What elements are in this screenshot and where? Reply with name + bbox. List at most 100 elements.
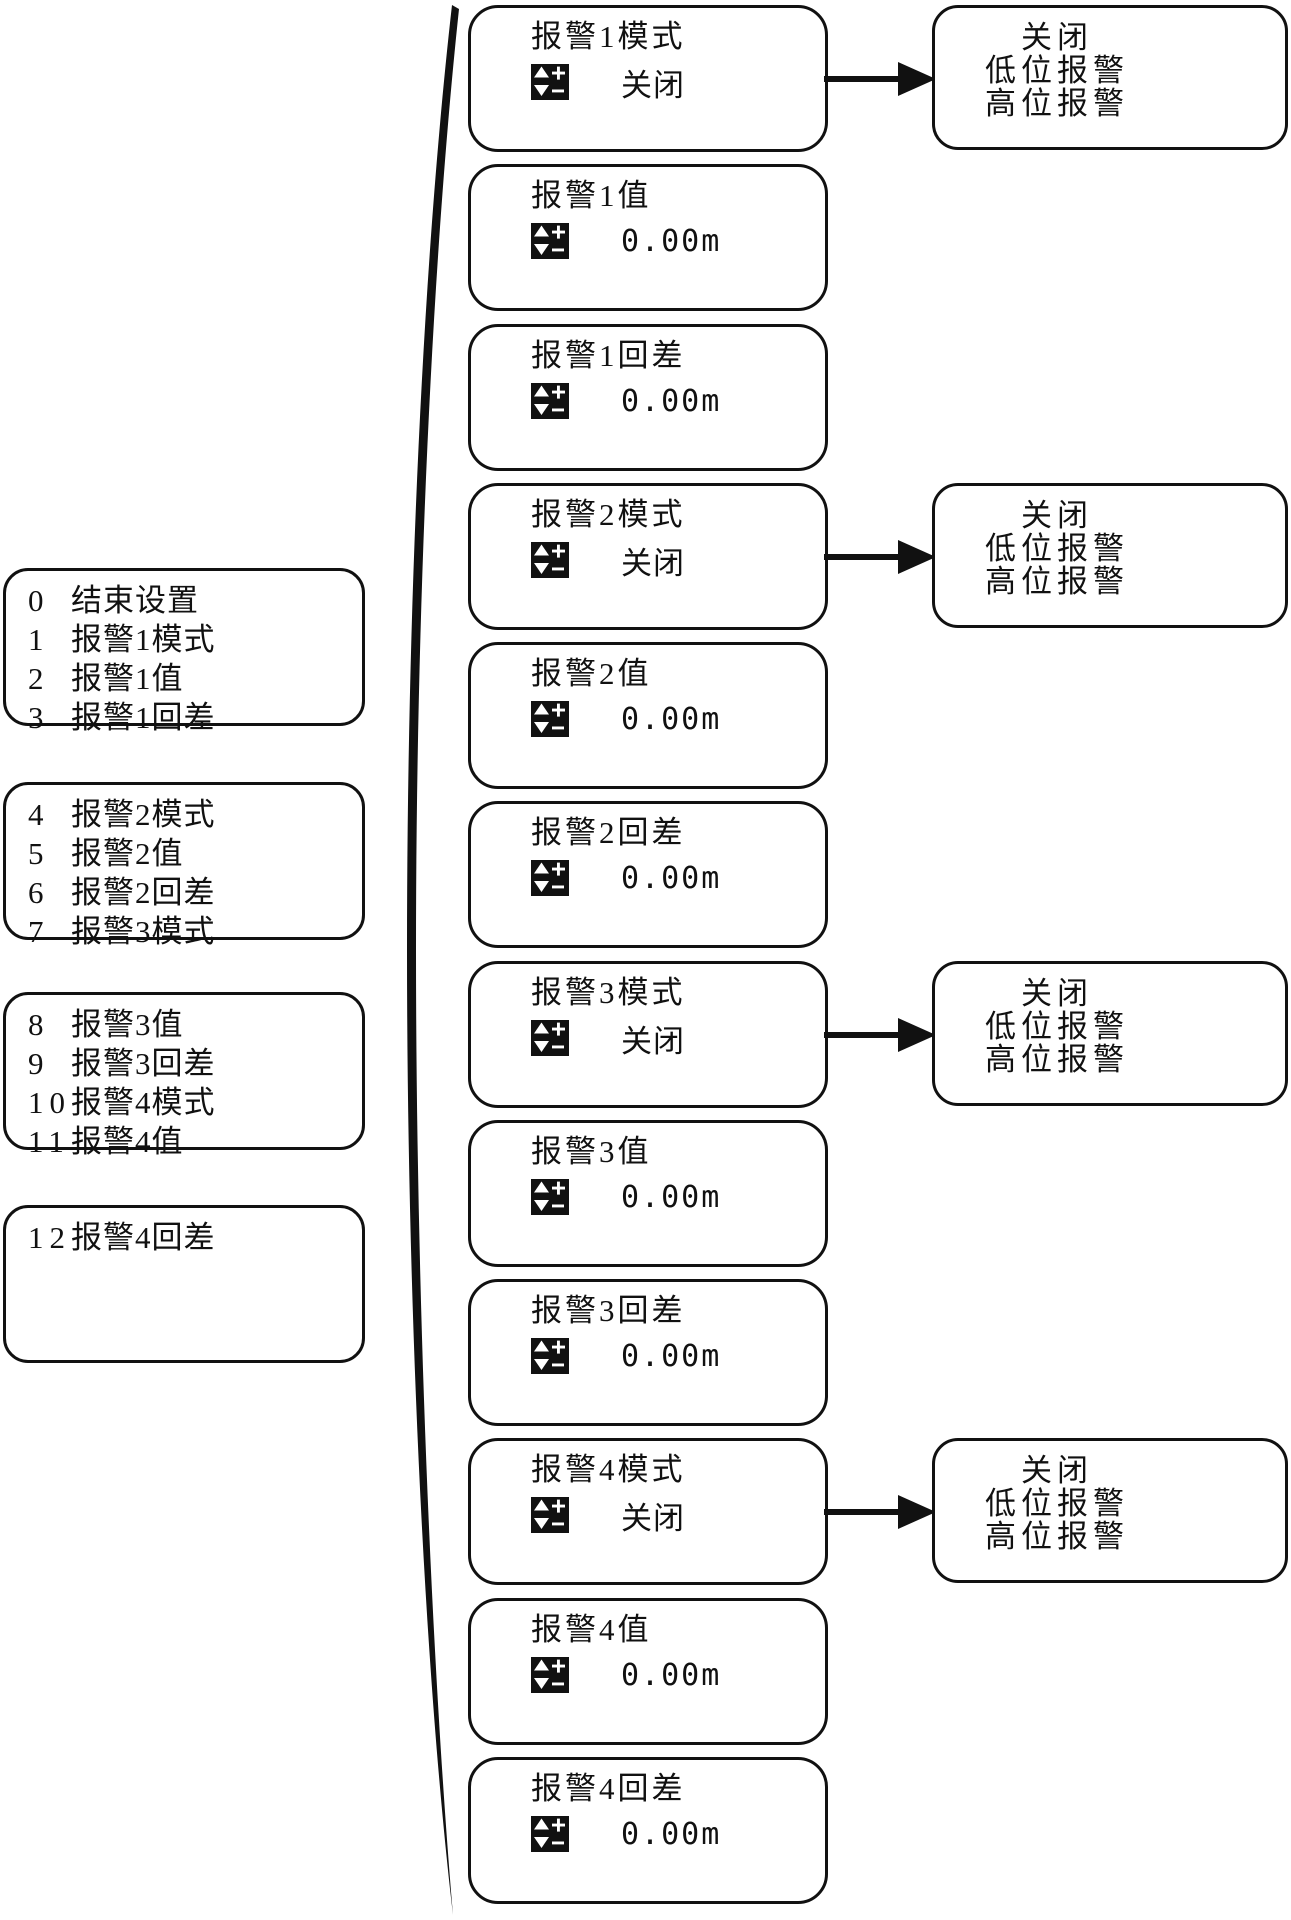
screen-value: 关闭	[621, 545, 685, 581]
screen-value-row: 关闭	[531, 63, 825, 103]
options-box: 关闭低位报警高位报警	[932, 483, 1288, 628]
screen-title: 报警2值	[531, 656, 652, 691]
menu-index-label: 报警3回差	[71, 1046, 216, 1081]
menu-index-label: 报警3值	[71, 1007, 184, 1042]
plus-minus-adjust-icon	[531, 860, 569, 896]
screen-value-row: 关闭	[531, 1496, 825, 1536]
option-item: 关闭	[1021, 20, 1093, 55]
menu-index-label: 报警3模式	[71, 914, 216, 949]
screen-value-row: 0.00m	[531, 1178, 825, 1216]
option-item: 低位报警	[985, 53, 1129, 88]
alarm-menu-screen: 报警3模式关闭	[468, 961, 828, 1108]
screen-value-row: 0.00m	[531, 222, 825, 260]
menu-index-item: 5 报警2值	[6, 834, 362, 873]
menu-index-number: 9	[28, 1046, 50, 1081]
screen-title: 报警3回差	[531, 1293, 686, 1328]
plus-minus-adjust-icon	[531, 1816, 569, 1852]
menu-index-item: 8 报警3值	[6, 1005, 362, 1044]
screen-value-row: 0.00m	[531, 1656, 825, 1694]
screen-value-row: 0.00m	[531, 1815, 825, 1853]
screen-title: 报警1值	[531, 178, 652, 213]
screen-value-row: 0.00m	[531, 859, 825, 897]
screen-title: 报警2回差	[531, 815, 686, 850]
alarm-menu-screen: 报警2值 0.00m	[468, 642, 828, 789]
menu-index-item: 12报警4回差	[6, 1218, 362, 1257]
menu-index-number: 2	[28, 661, 50, 696]
screen-title: 报警3值	[531, 1134, 652, 1169]
options-box: 关闭低位报警高位报警	[932, 961, 1288, 1106]
option-item: 关闭	[1021, 976, 1093, 1011]
screen-value: 关闭	[621, 1500, 685, 1536]
screen-value-row: 0.00m	[531, 1337, 825, 1375]
screen-title: 报警4模式	[531, 1452, 686, 1487]
menu-index-label: 结束设置	[71, 583, 199, 618]
menu-index-label: 报警1值	[71, 661, 184, 696]
alarm-menu-screen: 报警3值 0.00m	[468, 1120, 828, 1267]
option-item: 高位报警	[985, 86, 1129, 121]
options-box: 关闭低位报警高位报警	[932, 5, 1288, 150]
alarm-menu-screen: 报警4模式关闭	[468, 1438, 828, 1585]
menu-index-label: 报警4回差	[71, 1220, 216, 1255]
menu-index-item: 10报警4模式	[6, 1083, 362, 1122]
menu-index-label: 报警2值	[71, 836, 184, 871]
menu-index-number: 1	[28, 622, 50, 657]
menu-index-label: 报警1回差	[71, 700, 216, 735]
screen-value: 0.00m	[621, 383, 722, 419]
screen-value: 0.00m	[621, 701, 722, 737]
menu-index-item: 2 报警1值	[6, 659, 362, 698]
alarm-menu-screen: 报警2回差 0.00m	[468, 801, 828, 948]
plus-minus-adjust-icon	[531, 1020, 569, 1056]
menu-index-number: 4	[28, 797, 50, 832]
plus-minus-adjust-icon	[531, 64, 569, 100]
menu-index-label: 报警4值	[71, 1124, 184, 1159]
menu-index-label: 报警1模式	[71, 622, 216, 657]
menu-index-label: 报警2回差	[71, 875, 216, 910]
plus-minus-adjust-icon	[531, 701, 569, 737]
screen-title: 报警2模式	[531, 497, 686, 532]
screen-value-row: 0.00m	[531, 382, 825, 420]
menu-index-item: 0 结束设置	[6, 581, 362, 620]
screen-value-row: 关闭	[531, 1019, 825, 1059]
option-item: 低位报警	[985, 531, 1129, 566]
option-item: 高位报警	[985, 1042, 1129, 1077]
alarm-menu-screen: 报警1值 0.00m	[468, 164, 828, 311]
menu-index-item: 7 报警3模式	[6, 912, 362, 951]
screen-value: 0.00m	[621, 1657, 722, 1693]
option-item: 高位报警	[985, 1519, 1129, 1554]
menu-index-item: 11报警4值	[6, 1122, 362, 1161]
menu-index-number: 5	[28, 836, 50, 871]
screen-value: 关闭	[621, 67, 685, 103]
option-item: 关闭	[1021, 498, 1093, 533]
menu-index-number: 3	[28, 700, 50, 735]
plus-minus-adjust-icon	[531, 383, 569, 419]
options-box: 关闭低位报警高位报警	[932, 1438, 1288, 1583]
option-item: 关闭	[1021, 1453, 1093, 1488]
alarm-menu-screen: 报警1模式关闭	[468, 5, 828, 152]
screen-value: 0.00m	[621, 860, 722, 896]
screen-value: 关闭	[621, 1023, 685, 1059]
screen-title: 报警1模式	[531, 19, 686, 54]
menu-index-list: 12报警4回差	[3, 1205, 365, 1363]
menu-index-number: 8	[28, 1007, 50, 1042]
plus-minus-adjust-icon	[531, 1179, 569, 1215]
option-item: 低位报警	[985, 1009, 1129, 1044]
menu-index-item: 3 报警1回差	[6, 698, 362, 737]
plus-minus-adjust-icon	[531, 1497, 569, 1533]
option-item: 低位报警	[985, 1486, 1129, 1521]
screen-title: 报警4回差	[531, 1771, 686, 1806]
menu-index-label: 报警4模式	[71, 1085, 216, 1120]
flow-arrow	[824, 1018, 936, 1052]
menu-index-number: 0	[28, 583, 50, 618]
alarm-menu-screen: 报警4回差 0.00m	[468, 1757, 828, 1904]
screen-title: 报警3模式	[531, 975, 686, 1010]
screen-value-row: 关闭	[531, 541, 825, 581]
menu-index-number: 7	[28, 914, 50, 949]
menu-index-number: 11	[28, 1124, 70, 1159]
menu-index-number: 10	[28, 1085, 71, 1120]
screen-value: 0.00m	[621, 1338, 722, 1374]
menu-index-item: 1 报警1模式	[6, 620, 362, 659]
flow-arrow	[824, 62, 936, 96]
